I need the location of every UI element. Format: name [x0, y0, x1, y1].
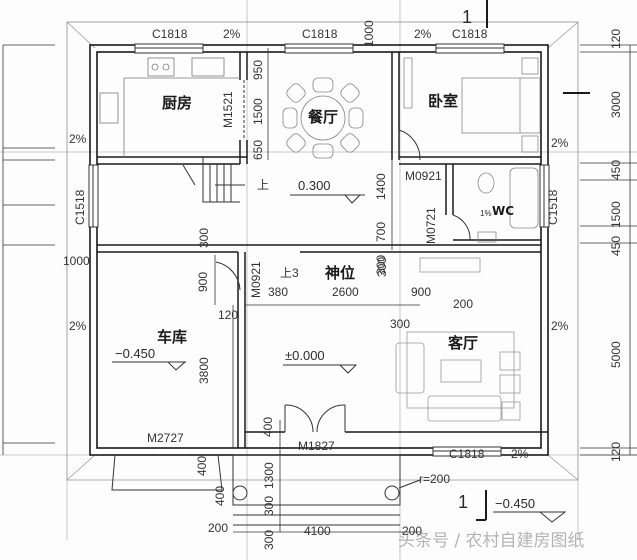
slope-bottom: 2%	[511, 447, 529, 461]
dim-right-3000: 3000	[609, 91, 623, 118]
garage-elevation: −0.450	[115, 346, 156, 361]
room-kitchen-label: 厨房	[162, 94, 193, 112]
room-wc-label: WC	[492, 204, 515, 218]
window-right-wc: C1518	[546, 189, 560, 225]
room-living-label: 客厅	[448, 334, 479, 352]
door-garage-side: M0921	[249, 261, 263, 298]
column-radius: r=200	[419, 472, 451, 486]
dim-porch-400b: 400	[213, 485, 227, 506]
dim-hall-1400: 1400	[374, 173, 388, 200]
dim-hall-700: 700	[374, 221, 388, 242]
room-bedroom-label: 卧室	[428, 92, 459, 110]
dim-left-1000: 1000	[63, 254, 90, 268]
window-bottom-living: C1818	[449, 447, 485, 461]
dim-garage-120: 120	[218, 308, 239, 322]
dim-living-380: 380	[268, 285, 289, 299]
door-garage: M2727	[147, 431, 184, 445]
dim-shrine-300: 300	[375, 256, 389, 277]
room-shrine-label: 神位	[325, 264, 356, 282]
window-left-mid: C1518	[73, 189, 87, 225]
dim-porch-400a: 400	[195, 455, 209, 476]
dim-porch-1300: 1300	[262, 462, 276, 489]
dim-kitchen-650: 650	[251, 139, 265, 160]
window-top-mid: C1818	[302, 27, 338, 41]
watermark: 头条号 / 农村自建房图纸	[398, 531, 585, 551]
dim-porch-200: 200	[208, 521, 229, 535]
dim-porch-200r: 200	[402, 524, 423, 538]
dim-right-120-bottom: 120	[609, 441, 623, 462]
living-elevation: ±0.000	[285, 348, 325, 363]
slope-left-upper: 2%	[69, 132, 87, 146]
dim-right-450-b: 450	[609, 235, 623, 256]
dim-right-450-a: 450	[609, 159, 623, 180]
step-up-label: 上3	[280, 266, 299, 280]
dim-porch-4100: 4100	[304, 524, 331, 538]
slope-right-lower: 2%	[551, 319, 569, 333]
room-garage-label: 车库	[157, 328, 188, 346]
window-top-right: C1818	[452, 27, 488, 41]
outside-elevation: −0.450	[495, 496, 536, 511]
section-mark-top: 1	[462, 7, 473, 27]
door-kitchen: M1521	[221, 91, 235, 128]
dim-entry-400: 400	[261, 416, 275, 437]
dim-right-5000: 5000	[609, 341, 623, 368]
dim-living-200: 200	[453, 297, 474, 311]
dim-living-300: 300	[390, 317, 411, 331]
dim-garage-3800: 3800	[197, 357, 211, 384]
dim-kitchen-1500: 1500	[251, 98, 265, 125]
dim-kitchen-950: 950	[251, 59, 265, 80]
dim-living-2600: 2600	[332, 285, 359, 299]
dim-right-120-top: 120	[609, 28, 623, 49]
dim-living-900: 900	[411, 285, 432, 299]
slope-top-left: 2%	[223, 27, 241, 41]
wc-slope: 1%	[480, 209, 492, 218]
dim-porch-300a: 300	[262, 495, 276, 516]
stair-up-label: 上	[257, 178, 270, 192]
door-wc: M0721	[424, 207, 438, 244]
dim-right-1500: 1500	[609, 201, 623, 228]
section-mark-bottom: 1	[458, 492, 469, 512]
dim-top-1000: 1000	[362, 20, 376, 47]
dim-garage-300: 300	[197, 227, 211, 248]
slope-left-lower: 2%	[69, 319, 87, 333]
door-entry: M1827	[298, 439, 335, 453]
slope-top-right: 2%	[414, 27, 432, 41]
dim-garage-900: 900	[196, 271, 210, 292]
room-dining-label: 餐厅	[308, 108, 339, 126]
dim-porch-300b: 300	[262, 529, 276, 550]
slope-right-upper: 2%	[551, 136, 569, 150]
hall-elevation: 0.300	[298, 178, 331, 193]
window-top-left: C1818	[152, 27, 188, 41]
door-bedroom: M0921	[405, 169, 442, 183]
